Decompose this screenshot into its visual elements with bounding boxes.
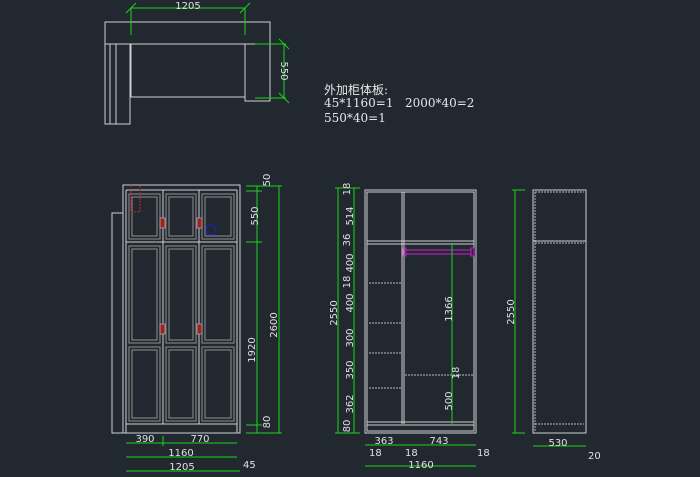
dim-2600: 2600 <box>269 312 280 337</box>
plan-width-dim: 1205 <box>175 1 200 12</box>
door-handles <box>159 217 203 335</box>
dim-400-b: 400 <box>345 293 356 312</box>
dim-18-shelf: 18 <box>451 367 462 380</box>
dim-400-a: 400 <box>345 253 356 272</box>
side-view: 2550 530 20 <box>506 189 601 462</box>
plan-view: 1205 550 <box>104 1 290 125</box>
dim-80: 80 <box>262 416 273 429</box>
dim-18-center: 18 <box>405 448 418 459</box>
dim-550: 550 <box>250 206 261 225</box>
dim-390: 390 <box>135 434 154 445</box>
dim-45: 45 <box>243 460 256 471</box>
dim-362: 362 <box>345 394 356 413</box>
dim-18-left: 18 <box>369 448 382 459</box>
front-view: 50 550 1920 80 2600 390 770 1160 1205 45 <box>111 174 282 473</box>
notes-title: 外加柜体板: <box>324 83 389 97</box>
dim-363: 363 <box>374 436 393 447</box>
dim-1160: 1160 <box>168 448 193 459</box>
shelves <box>369 282 473 389</box>
dim-350: 350 <box>345 360 356 379</box>
dim-1160-interior: 1160 <box>408 460 433 471</box>
dim-514: 514 <box>345 206 356 225</box>
dim-1920: 1920 <box>247 337 258 362</box>
plan-depth-dim: 550 <box>278 61 289 80</box>
dim-770: 770 <box>190 434 209 445</box>
dim-500: 500 <box>444 391 455 410</box>
dim-300: 300 <box>345 328 356 347</box>
hanging-rail <box>402 247 475 257</box>
dim-18-right: 18 <box>477 448 490 459</box>
dim-2550: 2550 <box>329 300 340 325</box>
notes-line1: 45*1160=1 2000*40=2 <box>324 96 475 110</box>
dim-18-top: 18 <box>342 183 353 196</box>
side-dim-2550: 2550 <box>506 299 517 324</box>
dim-530: 530 <box>548 438 567 449</box>
dim-20: 20 <box>588 451 601 462</box>
dim-743: 743 <box>429 436 448 447</box>
dim-80-bottom: 80 <box>342 420 353 433</box>
dim-top-50: 50 <box>262 174 273 187</box>
dim-1366: 1366 <box>444 296 455 321</box>
interior-view: 2550 18 514 36 400 18 400 300 350 362 80… <box>329 183 490 471</box>
dim-18-mid: 18 <box>342 276 353 289</box>
notes-line2: 550*40=1 <box>324 111 386 125</box>
dim-1205: 1205 <box>169 462 194 473</box>
dim-36: 36 <box>342 234 353 247</box>
